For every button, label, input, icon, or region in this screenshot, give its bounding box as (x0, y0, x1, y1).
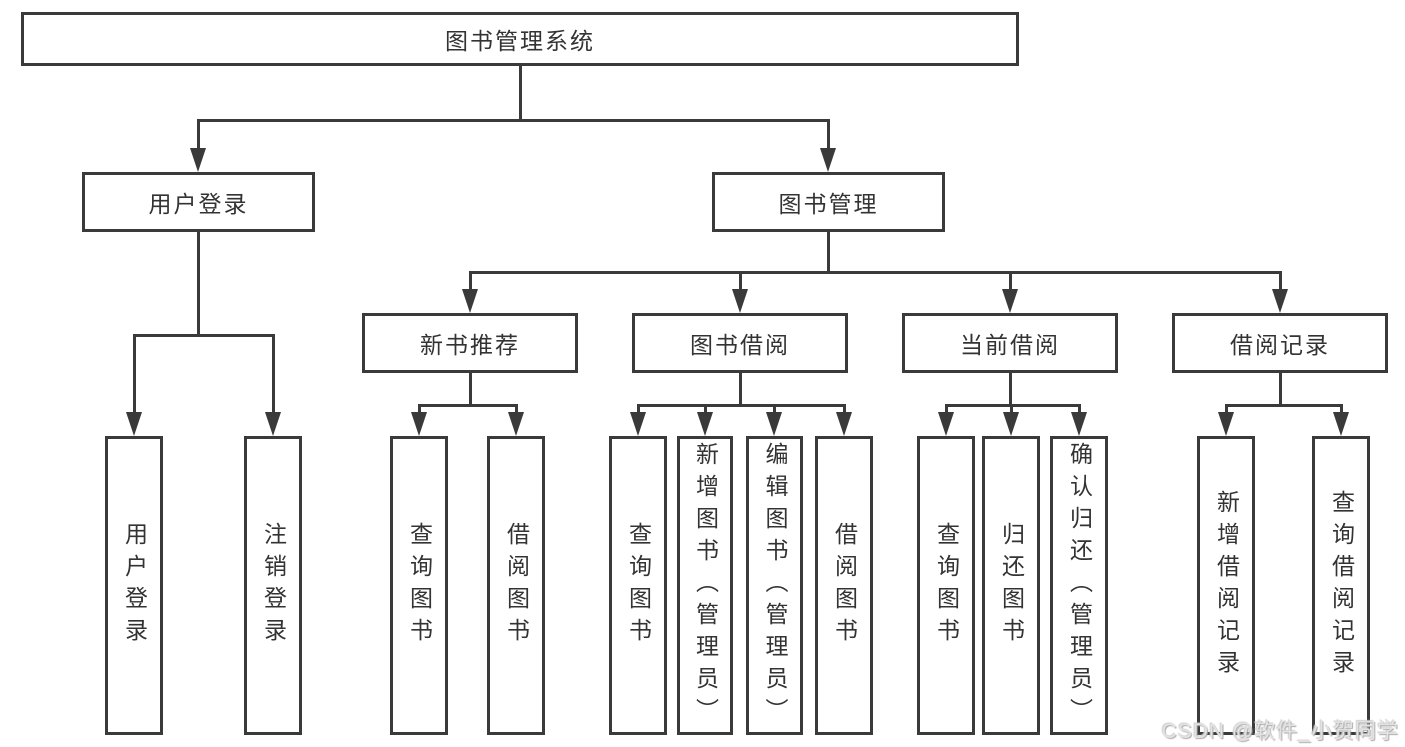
node-bw-query: 查询图书 (609, 436, 667, 735)
node-borrow: 图书借阅 (632, 313, 848, 373)
node-leaf-logout: 注销登录 (244, 436, 302, 735)
arrow-down-icon (732, 289, 748, 313)
node-label-bw-query: 查询图书 (625, 521, 652, 650)
connector-line (514, 403, 518, 415)
node-bw-edit: 编辑图书（管理员） (746, 436, 803, 735)
node-newbook: 新书推荐 (362, 313, 578, 373)
node-rec-add: 新增借阅记录 (1197, 436, 1255, 735)
connector-line (944, 403, 1081, 407)
node-nb-query: 查询图书 (390, 436, 448, 735)
node-label-leaf-logout: 注销登录 (260, 521, 287, 650)
node-label-cur-query: 查询图书 (933, 521, 960, 650)
connector-line (1278, 270, 1282, 292)
connector-line (826, 118, 830, 151)
connector-line (468, 270, 472, 292)
connector-line (518, 66, 522, 122)
node-nb-borrow: 借阅图书 (487, 436, 545, 735)
connector-line (196, 118, 200, 151)
node-label-rec-query: 查询借阅记录 (1328, 489, 1355, 682)
connector-line (738, 373, 742, 407)
connector-line (826, 232, 830, 274)
node-label-rec-add: 新增借阅记录 (1213, 489, 1240, 682)
connector-line (1339, 403, 1343, 415)
arrow-down-icon (265, 412, 281, 436)
node-leaf-user-login: 用户登录 (105, 436, 163, 735)
node-label-bw-borrow: 借阅图书 (831, 521, 858, 650)
node-mgmt: 图书管理 (712, 172, 945, 232)
arrow-down-icon (630, 412, 646, 436)
node-label-mgmt: 图书管理 (778, 191, 879, 217)
node-bw-add: 新增图书（管理员） (677, 436, 733, 735)
connector-line (196, 232, 200, 337)
node-label-nb-borrow: 借阅图书 (503, 521, 530, 650)
node-label-cur-return: 归还图书 (998, 521, 1025, 650)
node-label-borrow: 图书借阅 (690, 332, 790, 358)
node-label-current: 当前借阅 (960, 332, 1060, 358)
connector-line (1224, 403, 1228, 415)
watermark-text: CSDN @软件_小贺同学 (1161, 720, 1399, 743)
connector-line (842, 403, 846, 415)
node-label-cur-confirm: 确认归还（管理员） (1066, 441, 1093, 730)
arrow-down-icon (190, 148, 206, 172)
connector-line (468, 373, 472, 407)
arrow-down-icon (1003, 412, 1019, 436)
node-label-nb-query: 查询图书 (406, 521, 433, 650)
connector-line (636, 403, 846, 407)
node-label-records: 借阅记录 (1230, 332, 1330, 358)
node-label-newbook: 新书推荐 (420, 332, 520, 358)
arrow-down-icon (1218, 412, 1234, 436)
connector-line (132, 333, 136, 415)
node-label-login: 用户登录 (148, 191, 249, 217)
node-label-root: 图书管理系统 (445, 28, 595, 54)
node-label-bw-add: 新增图书（管理员） (692, 441, 719, 730)
arrow-down-icon (1002, 289, 1018, 313)
connector-line (703, 403, 707, 415)
arrow-down-icon (1071, 412, 1087, 436)
arrow-down-icon (508, 412, 524, 436)
node-root: 图书管理系统 (21, 12, 1019, 66)
node-cur-return: 归还图书 (982, 436, 1040, 735)
connector-line (944, 403, 948, 415)
connector-line (417, 403, 421, 415)
connector-line (1008, 270, 1012, 292)
arrow-down-icon (938, 412, 954, 436)
arrow-down-icon (766, 412, 782, 436)
connector-line (772, 403, 776, 415)
connector-line (1008, 373, 1012, 407)
node-bw-borrow: 借阅图书 (815, 436, 873, 735)
arrow-down-icon (820, 148, 836, 172)
connector-line (132, 333, 275, 337)
node-label-leaf-user-login: 用户登录 (121, 521, 148, 650)
connector-line (636, 403, 640, 415)
arrow-down-icon (462, 289, 478, 313)
node-cur-confirm: 确认归还（管理员） (1050, 436, 1108, 735)
connector-line (1278, 373, 1282, 407)
arrow-down-icon (836, 412, 852, 436)
connector-line (1077, 403, 1081, 415)
connector-line (417, 403, 518, 407)
connector-line (468, 270, 1282, 274)
node-login: 用户登录 (82, 172, 315, 232)
arrow-down-icon (1272, 289, 1288, 313)
connector-line (196, 118, 830, 122)
node-records: 借阅记录 (1172, 313, 1388, 373)
arrow-down-icon (697, 412, 713, 436)
connector-line (271, 333, 275, 415)
node-current: 当前借阅 (902, 313, 1118, 373)
node-label-bw-edit: 编辑图书（管理员） (762, 441, 788, 730)
node-rec-query: 查询借阅记录 (1312, 436, 1370, 735)
node-cur-query: 查询图书 (917, 436, 975, 735)
arrow-down-icon (1333, 412, 1349, 436)
connector-line (1224, 403, 1343, 407)
connector-line (1009, 403, 1013, 415)
arrow-down-icon (411, 412, 427, 436)
arrow-down-icon (126, 412, 142, 436)
connector-line (738, 270, 742, 292)
